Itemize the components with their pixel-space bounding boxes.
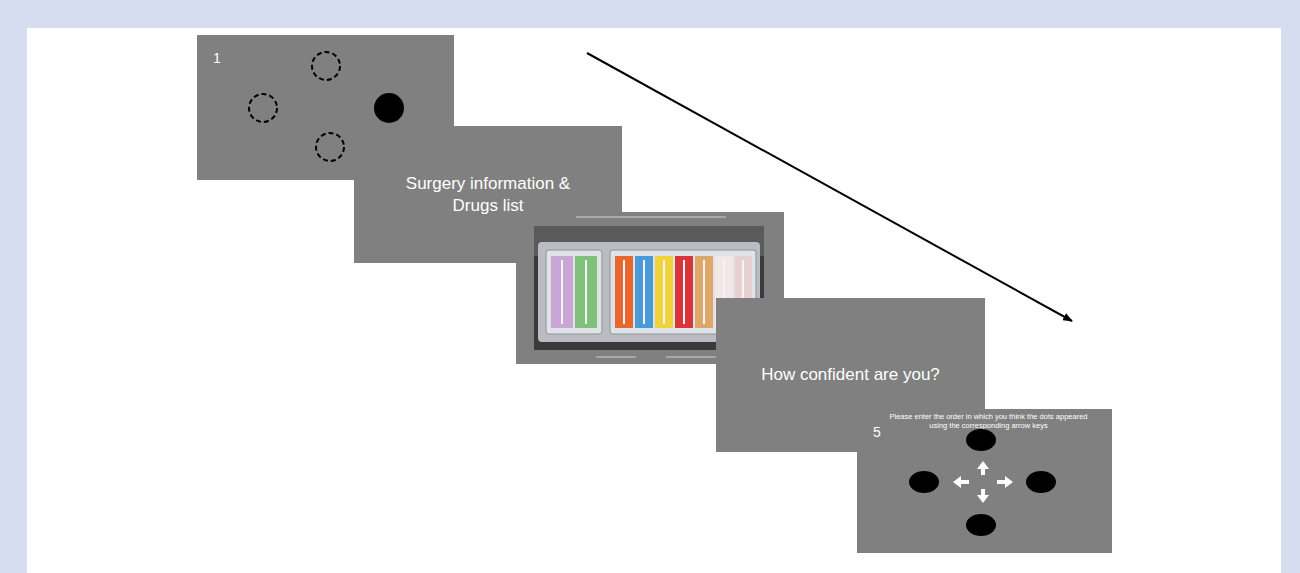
response-dots: [857, 409, 1112, 553]
slide-number: 1: [213, 50, 243, 68]
text-holder: 1: [213, 50, 243, 68]
slide-text: Surgery information & Drugs list: [391, 173, 586, 216]
text-holder: 5: [873, 424, 903, 442]
text-holder: Please enter the order in which you thin…: [881, 412, 1096, 431]
instruction-text: Please enter the order in which you thin…: [881, 412, 1096, 431]
slide-number: 5: [873, 424, 903, 442]
slide-text: How confident are you?: [761, 364, 940, 385]
